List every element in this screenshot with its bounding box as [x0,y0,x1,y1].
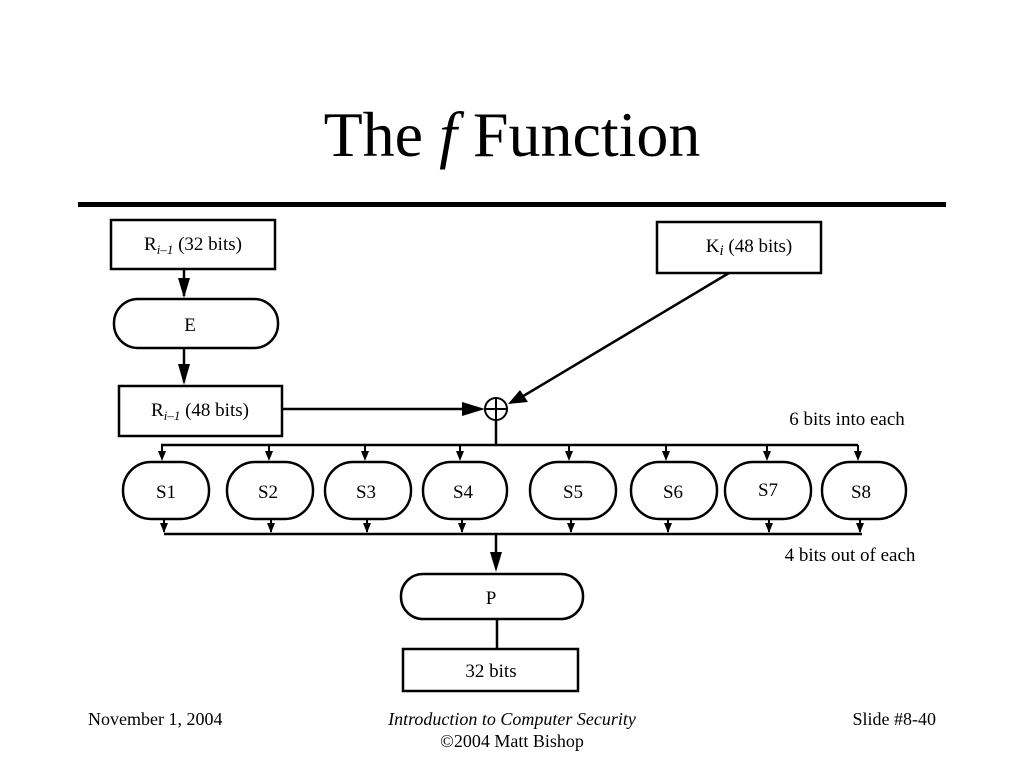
input-r-main: R [144,234,157,255]
sbox-label: S7 [758,480,778,501]
input-r-sub: i–1 [157,242,174,257]
svg-text:Ki (48 bits): Ki (48 bits) [706,236,793,259]
input-r-rest: (32 bits) [173,234,242,255]
sbox-output-arrowhead [458,523,466,533]
arrowhead-r48-to-xor [462,402,485,416]
sbox-1: S1 [123,445,209,533]
xor-icon [485,398,507,420]
sbox-input-arrowhead [456,451,464,461]
sbox-input-arrowhead [763,451,771,461]
arrowhead-key-to-xor [508,390,528,404]
sbox-6: S6 [631,445,717,533]
key-main: K [706,236,720,257]
key-box: Ki (48 bits) [657,222,821,273]
sbox-input-arrowhead [854,451,862,461]
sbox-label: S5 [563,482,583,503]
sbox-input-arrowhead [265,451,273,461]
sbox-label: S1 [156,482,176,503]
sbox-output-arrowhead [664,523,672,533]
arrow-key-to-xor [520,273,729,398]
footer-copyright: ©2004 Matt Bishop [440,731,584,751]
sbox-input-arrowhead [565,451,573,461]
label-bits-in: 6 bits into each [789,409,905,430]
footer-slide-number: Slide #8-40 [853,708,937,730]
sbox-output-arrowhead [267,523,275,533]
sbox-output-arrowhead [856,523,864,533]
arrowhead-input-to-e [178,278,190,298]
sbox-label: S2 [258,482,278,503]
sbox-output-arrowhead [567,523,575,533]
sbox-2: S2 [227,445,313,533]
output-box: 32 bits [403,649,578,691]
expanded-r-main: R [151,400,164,421]
label-bits-out: 4 bits out of each [785,545,916,566]
sbox-output-arrowhead [765,523,773,533]
expansion-box: E [114,299,278,348]
expansion-label: E [184,315,196,336]
sbox-row: S1 S2 S3 S4 S5 S6 S7 S8 [123,445,906,533]
expanded-r-rest: (48 bits) [180,400,249,421]
sbox-8: S8 [822,445,906,533]
sbox-input-arrowhead [662,451,670,461]
arrowhead-e-to-r48 [178,364,190,385]
sbox-label: S8 [851,482,871,503]
sbox-output-arrowhead [160,523,168,533]
expanded-r-sub: i–1 [164,408,181,423]
expanded-r-box: Ri–1 (48 bits) [119,386,282,436]
sbox-input-arrowhead [158,451,166,461]
sbox-label: S3 [356,482,376,503]
sbox-5: S5 [530,445,616,533]
arrowhead-bus-to-p [490,552,502,572]
sbox-7: S7 [725,445,811,533]
key-rest: (48 bits) [724,236,793,257]
sbox-input-arrowhead [361,451,369,461]
sbox-label: S6 [663,482,683,503]
permutation-label: P [486,588,497,609]
input-r-box: Ri–1 (32 bits) [111,220,275,269]
permutation-box: P [401,574,583,619]
sbox-label: S4 [453,482,474,503]
output-label: 32 bits [465,661,516,682]
sbox-output-arrowhead [363,523,371,533]
sbox-3: S3 [325,445,411,533]
sbox-4: S4 [423,445,507,533]
